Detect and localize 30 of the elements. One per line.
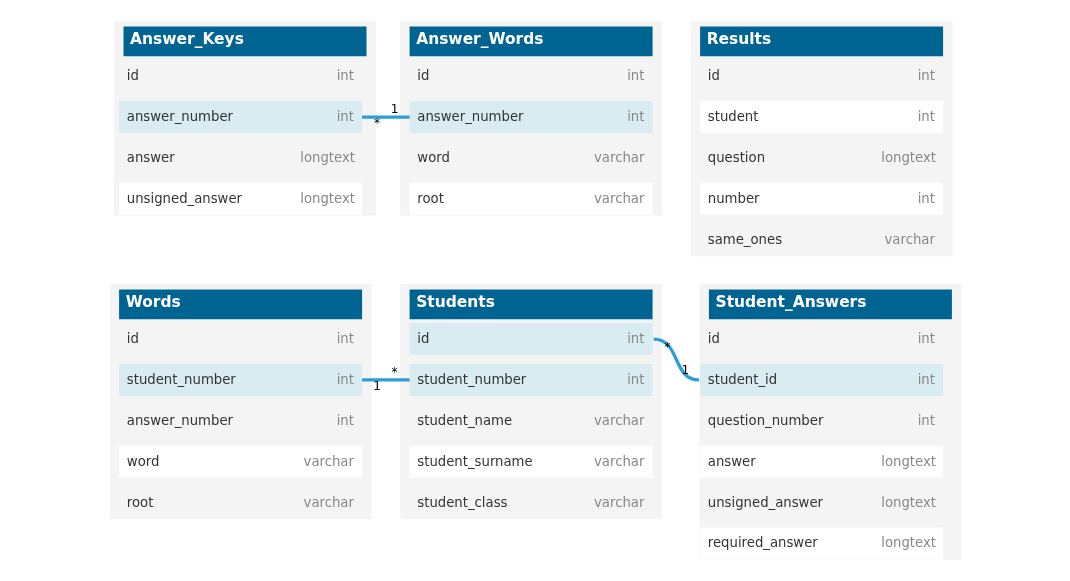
- node-text: word varchar: [416, 149, 644, 165]
- connector: [652, 337, 699, 382]
- node-box: student_number int: [118, 363, 362, 396]
- node-box: student_number int: [409, 363, 653, 396]
- node-text: id int: [416, 68, 644, 84]
- node-text: answer longtext: [126, 149, 355, 165]
- node-text: same_ones varchar: [707, 231, 935, 247]
- node-text: id int: [126, 331, 354, 347]
- node-box: id int: [409, 323, 653, 356]
- label: *: [373, 116, 380, 131]
- node-text: question longtext: [707, 149, 936, 165]
- label: 1: [390, 102, 398, 117]
- node-text: student_name varchar: [416, 412, 644, 428]
- connector: [361, 378, 410, 382]
- node-box: student_id int: [699, 363, 943, 396]
- node-box: answer_number int: [409, 101, 653, 134]
- label: *: [663, 340, 670, 355]
- node-text: student_class varchar: [416, 494, 644, 510]
- connector: [361, 115, 410, 119]
- node-text: question_number int: [707, 412, 935, 428]
- label: 1: [372, 379, 381, 394]
- node-text: answer_number int: [126, 412, 354, 428]
- node-text: id int: [707, 68, 935, 84]
- label: 1: [680, 362, 689, 377]
- node-text: id int: [126, 68, 354, 84]
- node-box: answer_number int: [118, 101, 362, 134]
- node-text: unsigned_answer longtext: [707, 494, 936, 510]
- label: *: [391, 365, 398, 380]
- node-text: id int: [707, 331, 935, 347]
- node-text: root varchar: [126, 494, 354, 510]
